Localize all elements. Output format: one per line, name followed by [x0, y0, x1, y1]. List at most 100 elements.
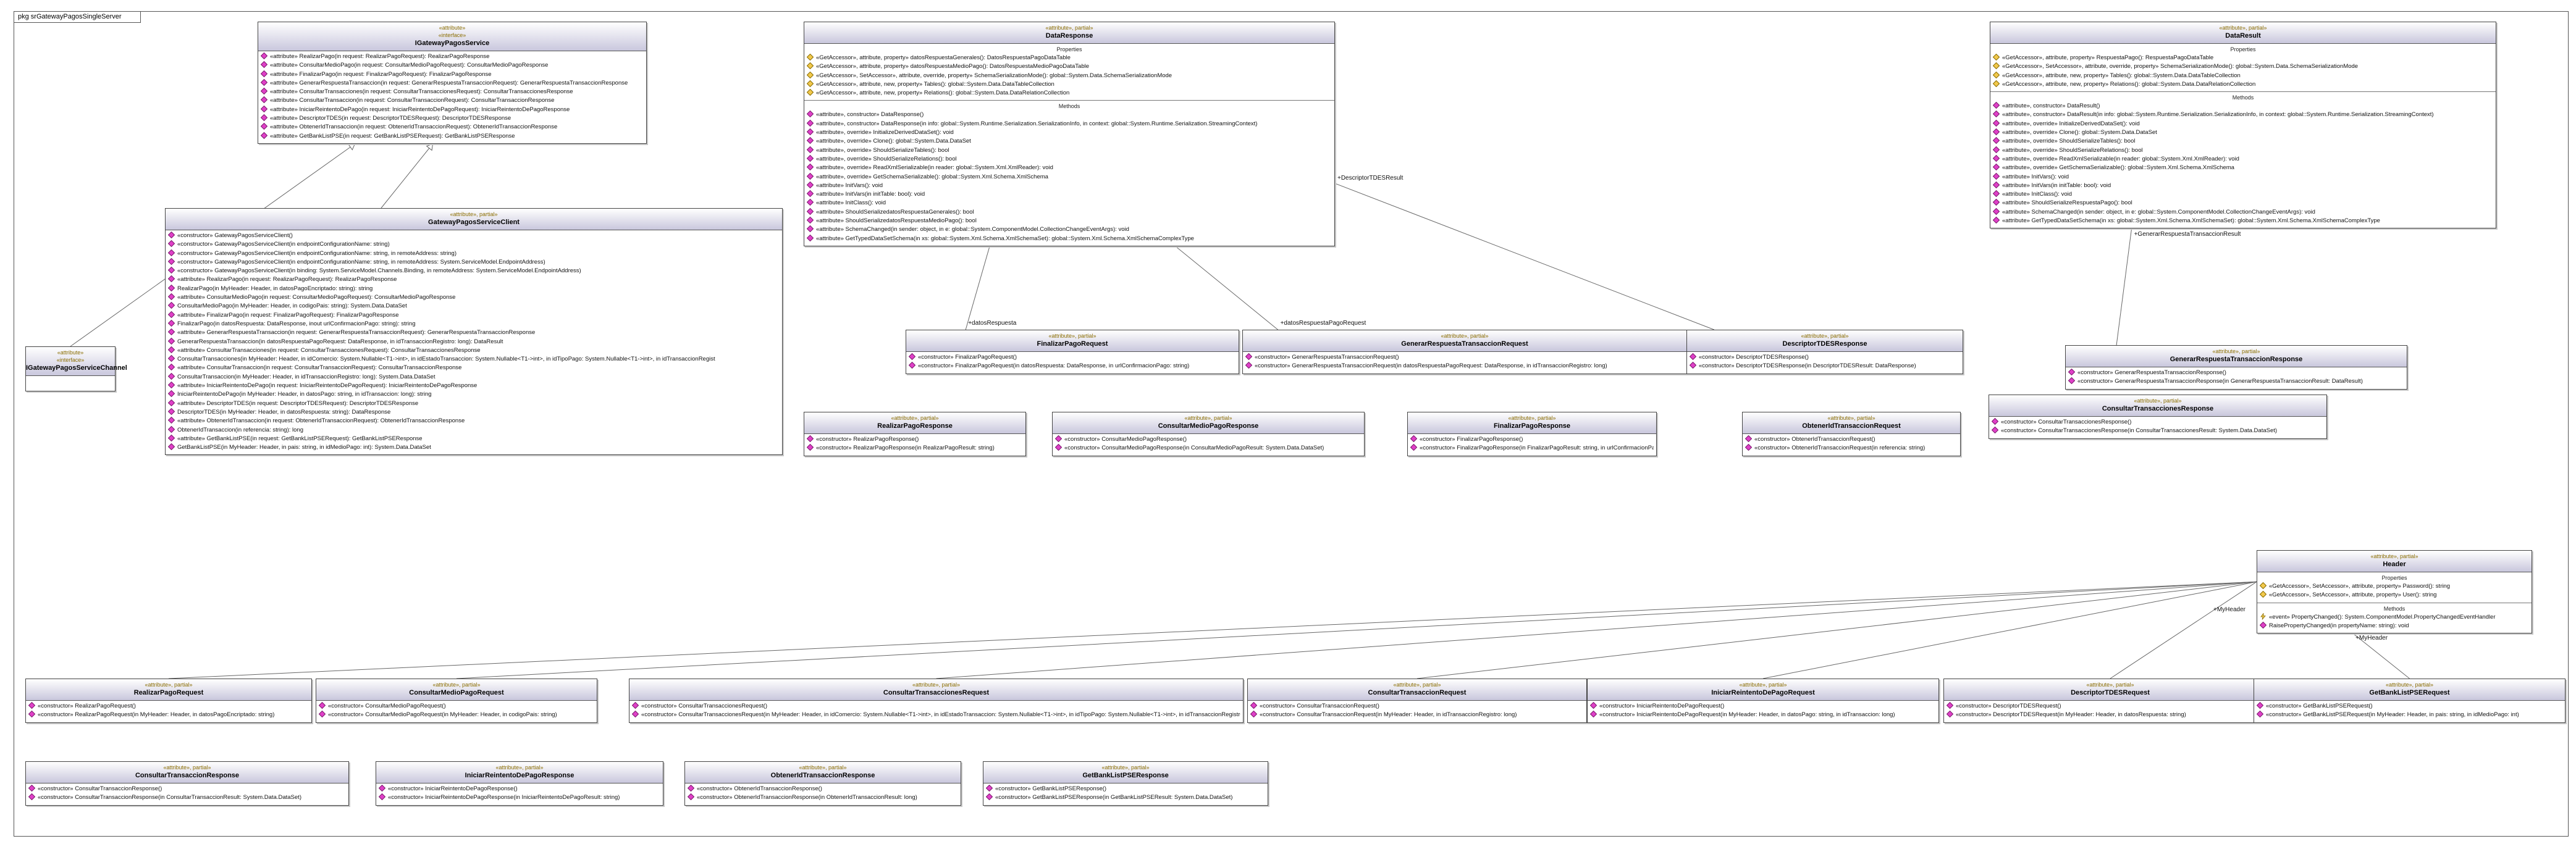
class-member[interactable]: «attribute» DescriptorTDES(in request: D…: [168, 399, 780, 408]
class-ConsultarTransaccionRequest[interactable]: «attribute», partial»ConsultarTransaccio…: [1247, 679, 1587, 723]
class-member[interactable]: «attribute» ConsultarMedioPago(in reques…: [168, 293, 780, 302]
class-member[interactable]: «constructor» DescriptorTDESRequest(): [1947, 702, 2274, 711]
class-member[interactable]: «attribute» GetTypedDataSetSchema(in xs:…: [1993, 217, 2493, 225]
class-member[interactable]: «GetAccessor», SetAccessor», attribute, …: [2260, 582, 2529, 591]
class-member[interactable]: «constructor» FinalizarPagoResponse(in F…: [1410, 444, 1654, 453]
class-member[interactable]: «constructor» ConsultarMedioPagoResponse…: [1055, 435, 1362, 444]
class-ConsultarTransaccionesRequest[interactable]: «attribute», partial»ConsultarTransaccio…: [629, 679, 1244, 723]
class-member[interactable]: «attribute» GetBankListPSE(in request: G…: [261, 132, 644, 141]
class-member[interactable]: «GetAccessor», attribute, new, property»…: [1993, 71, 2493, 80]
class-GetBankListPSEResponse[interactable]: «attribute», partial»GetBankListPSERespo…: [983, 761, 1268, 806]
class-member[interactable]: «constructor» GatewayPagosServiceClient(…: [168, 240, 780, 249]
class-member[interactable]: «attribute», override» ShouldSerializeTa…: [1993, 137, 2493, 146]
class-member[interactable]: «constructor» ObtenerIdTransaccionRespon…: [688, 793, 958, 802]
class-GenerarRespuestaTransaccionRequest[interactable]: «attribute», partial»GenerarRespuestaTra…: [1242, 330, 1687, 374]
class-ObtenerIdTransaccionRequest[interactable]: «attribute», partial»ObtenerIdTransaccio…: [1742, 412, 1961, 456]
class-member[interactable]: «attribute» InitVars(): void: [1993, 172, 2493, 182]
class-member[interactable]: «constructor» RealizarPagoRequest(in MyH…: [28, 711, 309, 719]
class-member[interactable]: «attribute», override» Clone(): global::…: [1993, 128, 2493, 137]
class-ConsultarMedioPagoRequest[interactable]: «attribute», partial»ConsultarMedioPagoR…: [316, 679, 597, 723]
class-member[interactable]: «constructor» ConsultarTransaccionReques…: [1250, 711, 1584, 719]
class-member[interactable]: «constructor» GetBankListPSEResponse(in …: [986, 793, 1265, 802]
class-member[interactable]: «attribute», override» ShouldSerializeTa…: [807, 146, 1332, 155]
class-member[interactable]: «constructor» FinalizarPagoRequest(in da…: [909, 362, 1236, 370]
class-member[interactable]: «attribute», override» Clone(): global::…: [807, 137, 1332, 146]
class-member[interactable]: «constructor» GenerarRespuestaTransaccio…: [1245, 353, 1684, 362]
class-member[interactable]: «attribute», constructor» DataResponse(): [807, 111, 1332, 119]
class-member[interactable]: «constructor» GatewayPagosServiceClient(…: [168, 267, 780, 275]
class-RealizarPagoRequest[interactable]: «attribute», partial»RealizarPagoRequest…: [25, 679, 312, 723]
class-member[interactable]: «attribute», override» GetSchemaSerializ…: [1993, 164, 2493, 172]
class-member[interactable]: «constructor» GetBankListPSERequest(in M…: [2257, 711, 2562, 719]
class-member[interactable]: ObtenerIdTransaccion(in referencia: stri…: [168, 425, 780, 435]
class-member[interactable]: «attribute» ShouldSerializedatosRespuest…: [807, 207, 1332, 217]
class-GetBankListPSERequest[interactable]: «attribute», partial»GetBankListPSEReque…: [2254, 679, 2565, 723]
class-member[interactable]: IniciarReintentoDePago(in MyHeader: Head…: [168, 390, 780, 399]
class-member[interactable]: «constructor» GetBankListPSEResponse(): [986, 785, 1265, 793]
class-member[interactable]: «attribute» GenerarRespuestaTransaccion(…: [168, 328, 780, 337]
class-member[interactable]: «attribute» IniciarReintentoDePago(in re…: [168, 382, 780, 390]
class-member[interactable]: ConsultarTransaccion(in MyHeader: Header…: [168, 372, 780, 382]
class-member[interactable]: «attribute», override» ReadXmlSerializab…: [1993, 154, 2493, 164]
class-member[interactable]: «attribute» InitClass(): void: [807, 199, 1332, 207]
class-FinalizarPagoResponse[interactable]: «attribute», partial»FinalizarPagoRespon…: [1407, 412, 1657, 456]
class-member[interactable]: «attribute» RealizarPago(in request: Rea…: [168, 275, 780, 284]
class-member[interactable]: «GetAccessor», attribute, new, property»…: [1993, 80, 2493, 89]
class-member[interactable]: «GetAccessor», SetAccessor», attribute, …: [807, 71, 1332, 80]
class-member[interactable]: «constructor» ConsultarTransaccionesRequ…: [632, 702, 1240, 711]
class-DescriptorTDESResponse[interactable]: «attribute», partial»DescriptorTDESRespo…: [1686, 330, 1963, 374]
class-member[interactable]: «constructor» RealizarPagoRequest(): [28, 702, 309, 711]
class-member[interactable]: «constructor» GatewayPagosServiceClient(…: [168, 232, 780, 240]
class-member[interactable]: «attribute» ConsultarTransacciones(in re…: [261, 88, 644, 96]
class-member[interactable]: «constructor» GenerarRespuestaTransaccio…: [2068, 377, 2404, 386]
class-member[interactable]: «attribute» ShouldSerializedatosRespuest…: [807, 217, 1332, 225]
class-member[interactable]: «attribute» GetBankListPSE(in request: G…: [168, 434, 780, 443]
class-GatewayPagosServiceClient[interactable]: «attribute», partial»GatewayPagosService…: [165, 208, 783, 456]
class-member[interactable]: «constructor» ObtenerIdTransaccionReques…: [1745, 435, 1958, 444]
class-ConsultarTransaccionResponse[interactable]: «attribute», partial»ConsultarTransaccio…: [25, 761, 349, 806]
class-member[interactable]: «attribute» RealizarPago(in request: Rea…: [261, 52, 644, 61]
class-member[interactable]: GetBankListPSE(in MyHeader: Header, in p…: [168, 443, 780, 452]
class-member[interactable]: «attribute» FinalizarPago(in request: Fi…: [261, 70, 644, 79]
class-member[interactable]: «attribute» IniciarReintentoDePago(in re…: [261, 105, 644, 114]
class-member[interactable]: «attribute», constructor» DataResult(): [1993, 102, 2493, 111]
class-member[interactable]: «attribute», constructor» DataResult(in …: [1993, 111, 2493, 119]
class-member[interactable]: «attribute» InitVars(in initTable: bool)…: [1993, 181, 2493, 190]
class-member[interactable]: ConsultarMedioPago(in MyHeader: Header, …: [168, 302, 780, 311]
class-IniciarReintentoDePagoRequest[interactable]: «attribute», partial»IniciarReintentoDeP…: [1587, 679, 1939, 723]
class-member[interactable]: «constructor» IniciarReintentoDePagoResp…: [379, 793, 660, 802]
class-member[interactable]: «constructor» GatewayPagosServiceClient(…: [168, 257, 780, 267]
class-member[interactable]: «attribute» SchemaChanged(in sender: obj…: [1993, 207, 2493, 217]
class-member[interactable]: «GetAccessor», attribute, new, property»…: [807, 89, 1332, 98]
class-GenerarRespuestaTransaccionResponse[interactable]: «attribute», partial»GenerarRespuestaTra…: [2065, 345, 2407, 390]
class-member[interactable]: «attribute» SchemaChanged(in sender: obj…: [807, 225, 1332, 234]
class-member[interactable]: «constructor» ConsultarTransaccionRespon…: [28, 785, 346, 793]
class-member[interactable]: «GetAccessor», attribute, property» Resp…: [1993, 54, 2493, 62]
class-RealizarPagoResponse[interactable]: «attribute», partial»RealizarPagoRespons…: [804, 412, 1026, 456]
class-member[interactable]: «constructor» ConsultarTransaccionesRequ…: [632, 711, 1240, 719]
class-member[interactable]: «attribute», override» GetSchemaSerializ…: [807, 172, 1332, 182]
class-member[interactable]: «GetAccessor», SetAccessor», attribute, …: [1993, 62, 2493, 71]
class-member[interactable]: «attribute», override» InitializeDerived…: [1993, 119, 2493, 128]
class-member[interactable]: «constructor» FinalizarPagoResponse(): [1410, 435, 1654, 444]
class-member[interactable]: «attribute», override» ShouldSerializeRe…: [1993, 146, 2493, 155]
class-member[interactable]: «constructor» GenerarRespuestaTransaccio…: [2068, 369, 2404, 377]
class-ObtenerIdTransaccionResponse[interactable]: «attribute», partial»ObtenerIdTransaccio…: [684, 761, 961, 806]
class-member[interactable]: «attribute», override» InitializeDerived…: [807, 128, 1332, 137]
class-member[interactable]: «constructor» ConsultarTransaccionesResp…: [1992, 427, 2324, 435]
class-ConsultarMedioPagoResponse[interactable]: «attribute», partial»ConsultarMedioPagoR…: [1052, 412, 1365, 456]
class-member[interactable]: RealizarPago(in MyHeader: Header, in dat…: [168, 284, 780, 293]
class-member[interactable]: «constructor» DescriptorTDESResponse(in …: [1690, 362, 1960, 370]
class-member[interactable]: «attribute» InitVars(): void: [807, 181, 1332, 190]
class-member[interactable]: «constructor» GetBankListPSERequest(): [2257, 702, 2562, 711]
class-member[interactable]: «constructor» GenerarRespuestaTransaccio…: [1245, 362, 1684, 370]
class-member[interactable]: «constructor» ConsultarMedioPagoResponse…: [1055, 444, 1362, 453]
class-member[interactable]: «attribute» ConsultarTransacciones(in re…: [168, 346, 780, 355]
class-member[interactable]: «constructor» IniciarReintentoDePagoRequ…: [1590, 711, 1936, 719]
class-member[interactable]: «GetAccessor», attribute, new, property»…: [807, 80, 1332, 89]
class-member[interactable]: «constructor» ConsultarTransaccionReques…: [1250, 702, 1584, 711]
class-member[interactable]: «attribute», override» ShouldSerializeRe…: [807, 154, 1332, 164]
class-member[interactable]: «constructor» ObtenerIdTransaccionRespon…: [688, 785, 958, 793]
